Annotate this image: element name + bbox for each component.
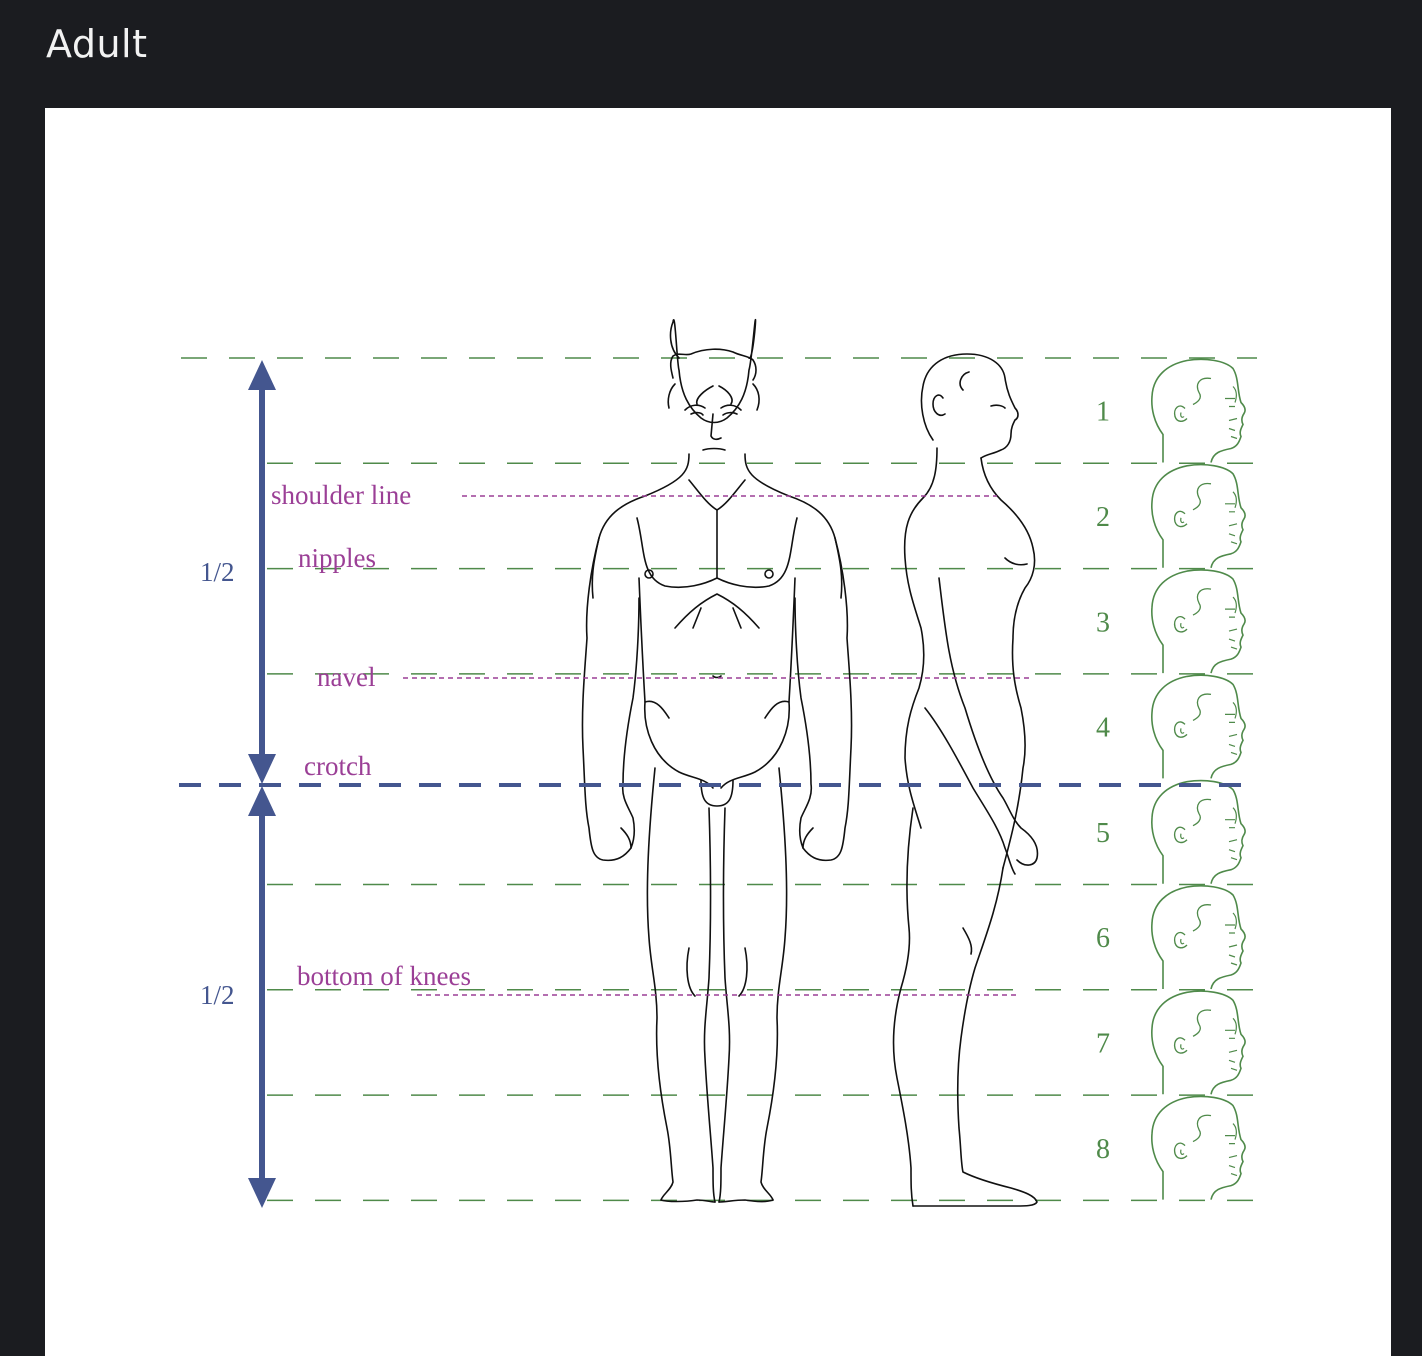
page-title: Adult (46, 22, 148, 66)
head-unit-number: 7 (1096, 1028, 1110, 1059)
head-unit-number: 5 (1096, 818, 1110, 849)
head-unit-numbers: 1 2 3 4 5 6 7 8 (1096, 397, 1110, 1165)
head-profile-icon (1151, 1095, 1246, 1201)
head-profile-icon (1151, 885, 1246, 990)
head-profile-icon (1151, 569, 1246, 674)
landmark-label-navel: navel (317, 662, 375, 692)
proportion-diagram: 1 2 3 4 5 6 7 8 (45, 108, 1391, 1356)
head-profile-icon (1151, 779, 1246, 885)
head-profile-icon (1151, 463, 1246, 569)
half-label-upper: 1/2 (200, 557, 235, 587)
head-profile-column (1151, 358, 1246, 1201)
landmark-label-crotch: crotch (304, 751, 372, 781)
landmark-label-nipples: nipples (298, 543, 376, 573)
head-unit-number: 3 (1096, 607, 1110, 638)
head-profile-icon (1151, 674, 1246, 780)
head-unit-number: 4 (1096, 713, 1110, 744)
front-figure-icon (581, 318, 853, 1203)
halves-arrows (179, 360, 1257, 1208)
side-figure-icon (892, 353, 1039, 1207)
landmark-label-shoulder: shoulder line (271, 480, 411, 510)
head-profile-icon (1151, 358, 1246, 464)
landmark-label-knees: bottom of knees (297, 961, 471, 991)
head-unit-number: 6 (1096, 923, 1110, 954)
diagram-svg: 1 2 3 4 5 6 7 8 (179, 318, 1257, 1208)
head-unit-number: 1 (1096, 397, 1110, 428)
head-unit-number: 2 (1096, 502, 1110, 533)
landmark-lines (403, 495, 1031, 996)
head-profile-icon (1151, 990, 1246, 1096)
head-unit-number: 8 (1096, 1134, 1110, 1165)
head-unit-guides (181, 357, 1257, 1202)
half-label-lower: 1/2 (200, 980, 235, 1010)
